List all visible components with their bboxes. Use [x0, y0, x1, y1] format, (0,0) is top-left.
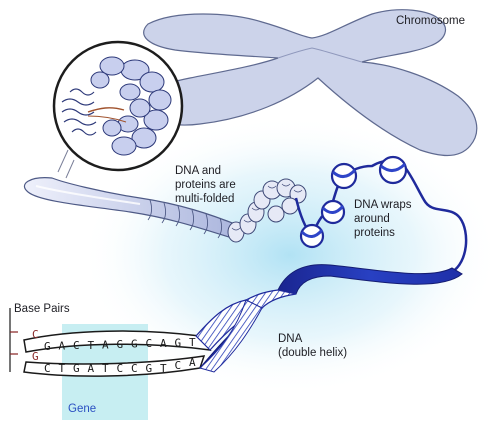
top-base: G [117, 338, 124, 351]
zoom-connector [57, 149, 75, 179]
chromosome-shape [141, 9, 478, 157]
label-base-pairs: Base Pairs [14, 303, 70, 315]
bottom-base: C [175, 359, 182, 372]
bottom-base: C [44, 362, 51, 375]
bottom-base: T [59, 362, 66, 375]
bottom-base: C [131, 362, 138, 375]
zoom-circle [52, 40, 184, 172]
bottom-base: G [73, 362, 80, 375]
label-multifolded-2: proteins are [175, 179, 236, 191]
base-pair-example-bottom: G [32, 350, 39, 363]
base-pair-example-top: C [32, 328, 39, 341]
label-chromosome: Chromosome [396, 15, 465, 27]
top-base: A [102, 338, 109, 351]
background-glow [80, 115, 500, 395]
bottom-base: C [117, 362, 124, 375]
top-base: T [189, 336, 196, 349]
chromatin-fiber [23, 177, 307, 243]
label-wraps-3: proteins [354, 227, 395, 239]
nucleosome-chain [294, 155, 468, 274]
label-dna-1: DNA [278, 333, 303, 345]
base-pairs-bracket [9, 308, 18, 372]
top-base: C [73, 339, 80, 352]
label-multifolded-1: DNA and [175, 165, 221, 177]
label-wraps-2: around [354, 213, 390, 225]
top-base: C [146, 337, 153, 350]
top-base: T [88, 339, 95, 352]
label-dna-2: (double helix) [278, 347, 347, 359]
top-base: G [175, 336, 182, 349]
label-gene: Gene [68, 403, 96, 415]
top-base: G [131, 338, 138, 351]
bottom-base: A [88, 362, 95, 375]
bottom-base: T [102, 362, 109, 375]
label-multifolded-3: multi-folded [175, 193, 234, 205]
bottom-base: T [160, 362, 167, 375]
top-base: G [44, 340, 51, 353]
bottom-base: A [189, 356, 196, 369]
double-helix [23, 289, 297, 377]
top-base: A [59, 340, 66, 353]
bottom-base: G [146, 362, 153, 375]
top-base: A [160, 337, 167, 350]
label-wraps-1: DNA wraps [354, 199, 412, 211]
